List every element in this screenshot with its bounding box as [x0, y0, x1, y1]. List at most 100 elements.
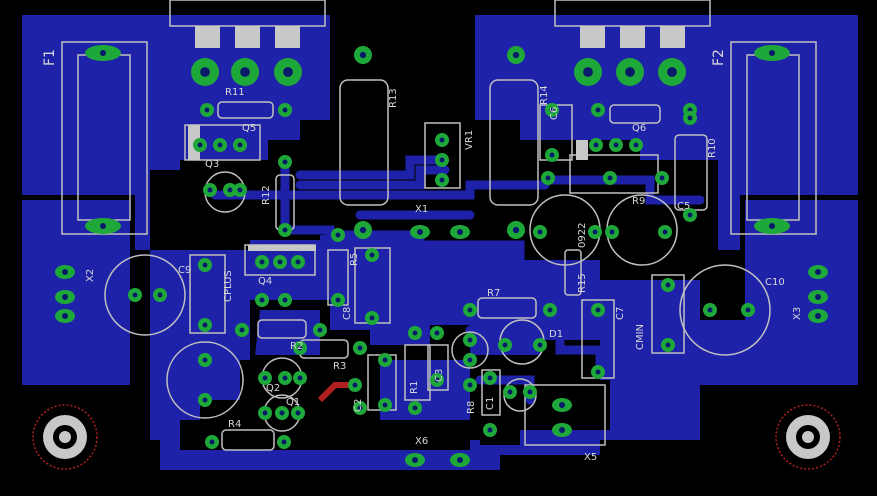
label-0922: 0922	[577, 222, 588, 248]
pad-hole	[547, 307, 553, 313]
pad-hole	[537, 229, 543, 235]
label-x1: X1	[415, 204, 429, 215]
pad-hole	[262, 375, 268, 381]
pad-hole	[359, 51, 367, 59]
pad-hole	[259, 259, 265, 265]
pad-hole	[545, 175, 551, 181]
copper-right-mid	[745, 200, 858, 385]
copper-left-mid	[22, 200, 130, 385]
label-r14: R14	[539, 85, 550, 105]
pad-hole	[512, 51, 520, 59]
pad-hole	[282, 297, 288, 303]
pad-hole	[527, 389, 533, 395]
pad-hole	[687, 115, 693, 121]
mounting-hole-left	[32, 404, 98, 470]
label-x3: X3	[792, 306, 803, 320]
pad-hole	[412, 330, 418, 336]
pad-hole	[665, 282, 671, 288]
label-c7: C7	[615, 306, 626, 320]
pad-hole	[217, 142, 223, 148]
f1-holder-outline	[61, 41, 148, 235]
label-r9: R9	[632, 196, 646, 207]
label-r3: R3	[333, 361, 347, 372]
pad-hole	[434, 377, 440, 383]
pad-hole	[595, 369, 601, 375]
r13-body	[339, 79, 389, 206]
pad-hole	[279, 410, 285, 416]
pad-hole	[202, 397, 208, 403]
big-cap-outline	[166, 341, 244, 419]
pad-hole	[100, 223, 106, 229]
pad-hole	[412, 457, 418, 463]
label-c2: C2	[353, 398, 364, 412]
pad-hole	[613, 142, 619, 148]
pad-hole	[157, 292, 163, 298]
pad-hole	[507, 389, 513, 395]
pad-hole	[417, 229, 423, 235]
pad-hole	[467, 307, 473, 313]
heatsink-tabs	[188, 26, 685, 251]
pad-hole	[297, 375, 303, 381]
pad-hole	[237, 187, 243, 193]
label-cplus: CPLUS	[223, 270, 234, 302]
pad-hole	[200, 67, 210, 77]
pad-hole	[282, 159, 288, 165]
r4-body	[221, 429, 275, 451]
pad-hole	[239, 327, 245, 333]
r9-body	[609, 104, 661, 124]
pad-hole	[62, 294, 68, 300]
pad-hole	[815, 313, 821, 319]
pad-hole	[62, 313, 68, 319]
pad-hole	[537, 342, 543, 348]
c9-body	[189, 254, 226, 334]
label-q5: Q5	[242, 123, 257, 134]
pad-hole	[667, 67, 677, 77]
pad-hole	[559, 402, 565, 408]
label-q2: Q2	[266, 383, 281, 394]
c3-body	[427, 344, 449, 391]
label-r1: R1	[409, 380, 420, 394]
pad-hole	[297, 345, 303, 351]
pad-hole	[259, 297, 265, 303]
label-d1: D1	[549, 329, 564, 340]
mounting-holes	[32, 404, 841, 470]
pad-hole	[487, 375, 493, 381]
pad-hole	[769, 223, 775, 229]
label-q4-left: Q4	[258, 276, 273, 287]
label-r13: R13	[388, 88, 399, 108]
label-c9: C9	[178, 265, 192, 276]
pad-hole	[62, 269, 68, 275]
label-vr1: VR1	[464, 129, 475, 150]
pad-hole	[457, 457, 463, 463]
pad-hole	[434, 330, 440, 336]
pad-hole	[592, 229, 598, 235]
pad-hole	[281, 439, 287, 445]
pad-hole	[439, 137, 445, 143]
pad-hole	[283, 67, 293, 77]
pad-hole	[745, 307, 751, 313]
pad-hole	[295, 410, 301, 416]
pad-hole	[202, 322, 208, 328]
r7-body	[477, 297, 537, 319]
pad-hole	[382, 402, 388, 408]
pad-hole	[815, 294, 821, 300]
pad-hole	[559, 427, 565, 433]
pad-hole	[295, 259, 301, 265]
label-r4: R4	[228, 419, 242, 430]
pad-hole	[100, 50, 106, 56]
pad-hole	[317, 327, 323, 333]
label-r7: R7	[487, 288, 501, 299]
r11-body	[217, 101, 274, 119]
pad-hole	[769, 50, 775, 56]
pad-hole	[467, 357, 473, 363]
pad-hole	[687, 212, 693, 218]
pad-hole	[662, 229, 668, 235]
label-q6: Q6	[632, 123, 647, 134]
pad-hole	[335, 232, 341, 238]
pad-hole	[277, 259, 283, 265]
pad-hole	[439, 157, 445, 163]
pad-hole	[595, 107, 601, 113]
r2-body	[257, 319, 307, 339]
f2-holder-outline	[730, 41, 817, 235]
